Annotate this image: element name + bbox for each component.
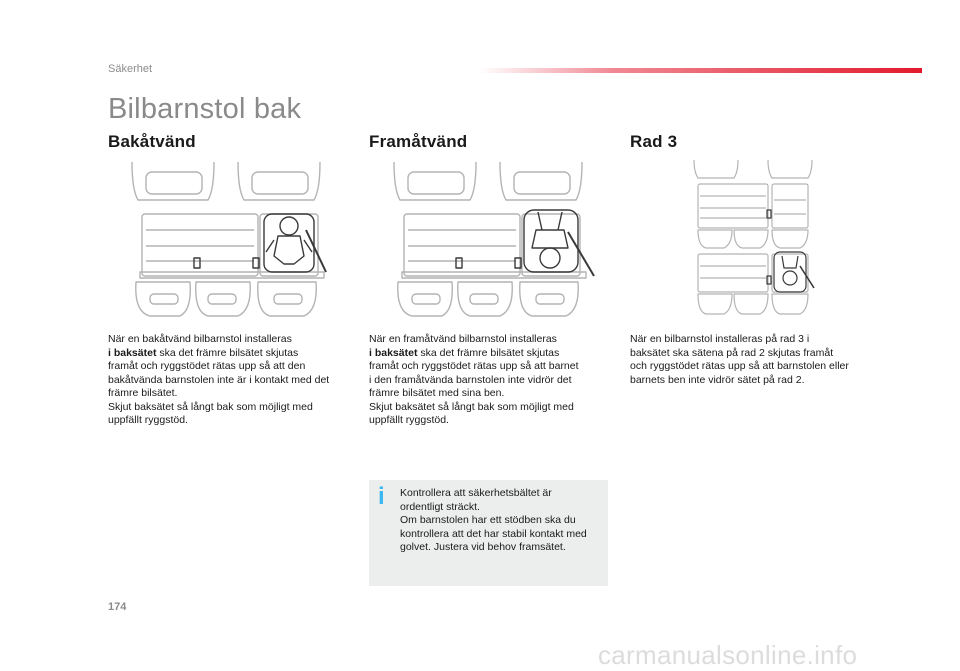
text-line: Om barnstolen har ett stödben ska du: [400, 514, 576, 526]
text-line: i den framåtvända barnstolen inte vidrör…: [369, 373, 572, 386]
text-line: uppfällt ryggstöd.: [369, 414, 449, 426]
text-line: Skjut baksätet så långt bak som möjligt …: [369, 400, 574, 413]
text-line: När en bakåtvänd bilbarnstol installeras: [108, 333, 292, 345]
text-fragment: ska det främre bilsätet skjutas: [420, 346, 560, 359]
page-number: 174: [108, 601, 127, 613]
heading-rear-facing: Bakåtvänd: [108, 132, 196, 151]
bold-term: i baksätet: [108, 346, 157, 359]
text-line: Kontrollera att säkerhetsbältet är: [400, 487, 552, 499]
info-text: Kontrollera att säkerhetsbältet är orden…: [400, 487, 605, 555]
text-line: Skjut baksätet så långt bak som möjligt …: [108, 400, 313, 413]
text-line: framåt och ryggstödet rätas upp så att b…: [369, 360, 579, 372]
text-line: När en framåtvänd bilbarnstol installera…: [369, 333, 557, 345]
text-line: ordentligt sträckt.: [400, 500, 480, 513]
heading-forward-facing: Framåtvänd: [369, 132, 468, 151]
text-line: främre bilsätet.: [108, 387, 178, 399]
text-line: kontrollera att det har stabil kontakt m…: [400, 527, 587, 540]
text-line: golvet. Justera vid behov framsätet.: [400, 541, 566, 553]
row-3-seat-illustration: [690, 160, 816, 320]
text-line: barnets ben inte vidrör sätet på rad 2.: [630, 373, 805, 386]
text-line: och ryggstödet rätas upp så att barnstol…: [630, 360, 849, 372]
text-line: uppfällt ryggstöd.: [108, 414, 188, 426]
text-line: framåt och ryggstödet rätas upp så att d…: [108, 360, 306, 372]
text-line: bakåtvända barnstolen inte är i kontakt …: [108, 373, 330, 386]
row-3-text: När en bilbarnstol installeras på rad 3 …: [630, 333, 890, 387]
bold-term: i baksätet: [369, 346, 418, 359]
info-icon: i: [378, 483, 385, 510]
forward-facing-seat-illustration: [390, 160, 600, 320]
page-title: Bilbarnstol bak: [108, 93, 302, 125]
footer-watermark: carmanualsonline.info: [598, 640, 858, 670]
heading-row-3: Rad 3: [630, 132, 678, 151]
text-line: baksätet ska sätena på rad 2 skjutas fra…: [630, 346, 834, 359]
header-accent-bar: [480, 68, 922, 73]
rear-facing-text: När en bakåtvänd bilbarnstol installeras…: [108, 333, 358, 428]
text-line: i baksätet ska det främre bilsätet skjut…: [369, 347, 619, 361]
forward-facing-text: När en framåtvänd bilbarnstol installera…: [369, 333, 619, 428]
text-line: i baksätet ska det främre bilsätet skjut…: [108, 347, 358, 361]
text-line: När en bilbarnstol installeras på rad 3 …: [630, 333, 810, 345]
section-label: Säkerhet: [108, 63, 153, 75]
text-line: främre bilsätet med sina ben.: [369, 387, 505, 399]
text-fragment: ska det främre bilsätet skjutas: [159, 346, 299, 359]
info-box: i Kontrollera att säkerhetsbältet är ord…: [369, 480, 608, 586]
rear-facing-seat-illustration: [128, 160, 338, 320]
